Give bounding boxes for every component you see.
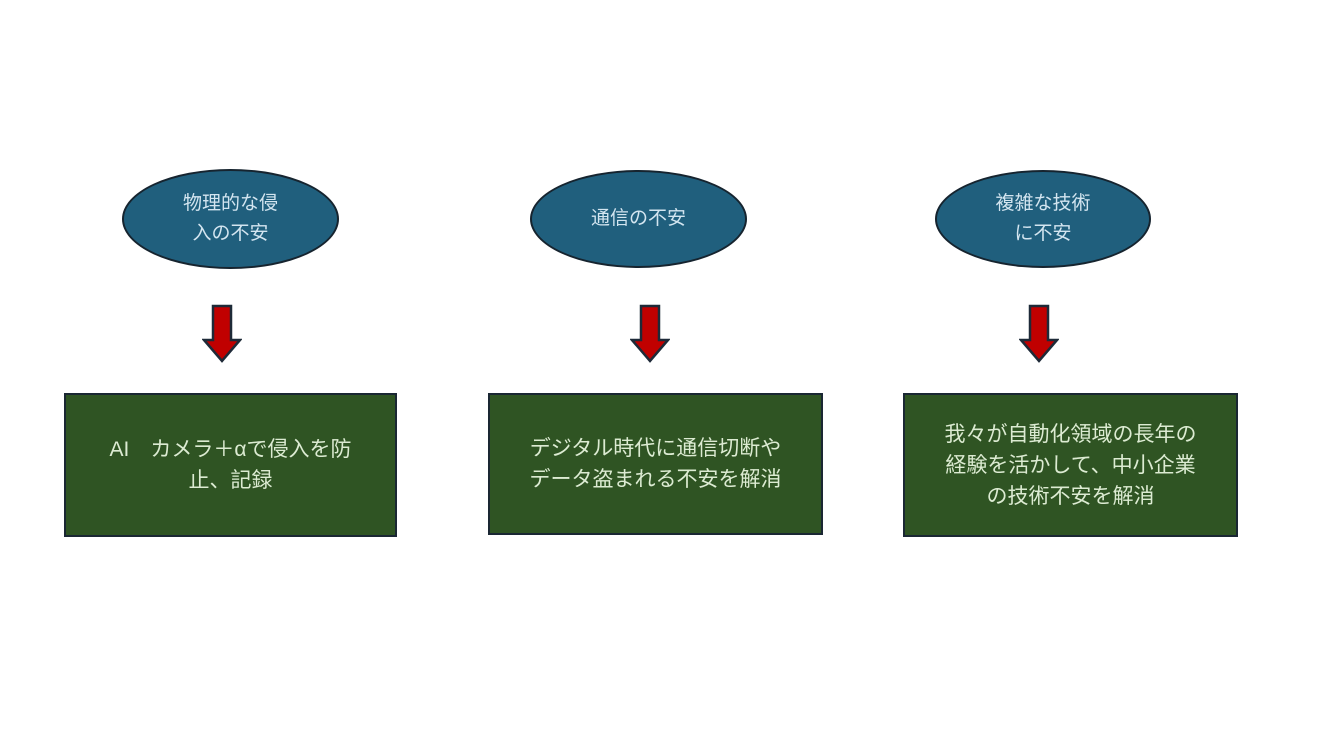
solution-box-technology: 我々が自動化領域の長年の 経験を活かして、中小企業 の技術不安を解消 xyxy=(903,393,1238,537)
concern-ellipse-technology: 複雑な技術 に不安 xyxy=(935,170,1151,268)
solution-box-communication: デジタル時代に通信切断や データ盗まれる不安を解消 xyxy=(488,393,823,535)
down-arrow-icon xyxy=(202,304,242,363)
concern-label: 複雑な技術 に不安 xyxy=(995,193,1091,244)
concern-ellipse-physical: 物理的な侵 入の不安 xyxy=(122,169,339,269)
solution-box-physical: AI カメラ＋αで侵入を防 止、記録 xyxy=(64,393,397,537)
down-arrow-icon xyxy=(630,304,670,363)
concern-ellipse-communication: 通信の不安 xyxy=(530,170,747,268)
solution-label: AI カメラ＋αで侵入を防 止、記録 xyxy=(109,438,352,492)
concern-label: 物理的な侵 入の不安 xyxy=(182,193,278,244)
concern-label: 通信の不安 xyxy=(590,208,686,229)
solution-label: 我々が自動化領域の長年の 経験を活かして、中小企業 の技術不安を解消 xyxy=(944,422,1197,508)
solution-label: デジタル時代に通信切断や データ盗まれる不安を解消 xyxy=(529,437,782,491)
down-arrow-icon xyxy=(1019,304,1059,363)
